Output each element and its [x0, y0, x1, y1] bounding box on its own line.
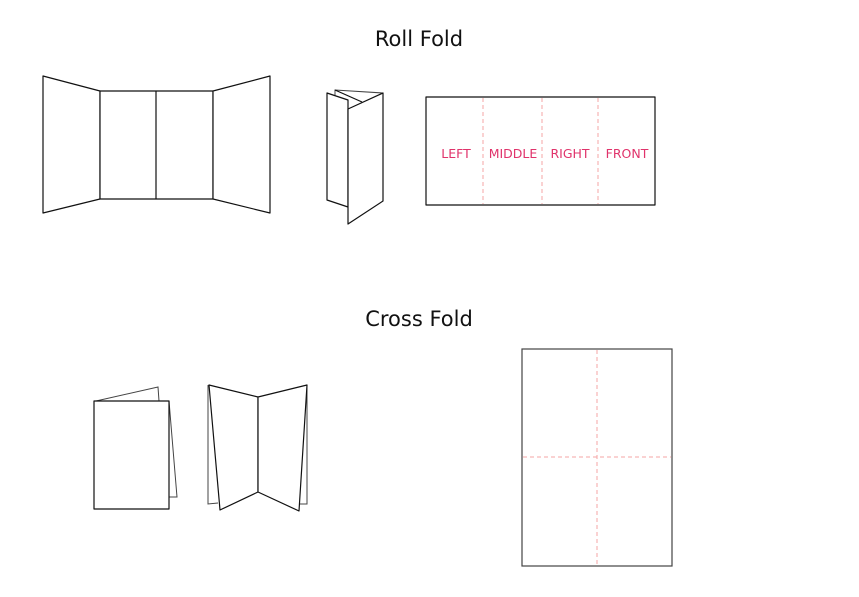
roll-fold-title: Roll Fold [375, 27, 463, 51]
cross-fold-open-illustration [207, 384, 308, 512]
cross-fold-flat-layout [521, 348, 673, 567]
panel-label-left: LEFT [441, 146, 471, 161]
panel-label-middle: MIDDLE [489, 146, 538, 161]
panel-label-front: FRONT [606, 146, 649, 161]
cross-fold-title: Cross Fold [365, 307, 473, 331]
panel-label-right: RIGHT [550, 146, 589, 161]
cross-fold-closed-illustration [93, 386, 178, 510]
roll-fold-folded-illustration [326, 89, 384, 225]
roll-fold-flat-layout: LEFT MIDDLE RIGHT FRONT [425, 96, 656, 206]
roll-fold-open-illustration [42, 75, 271, 214]
